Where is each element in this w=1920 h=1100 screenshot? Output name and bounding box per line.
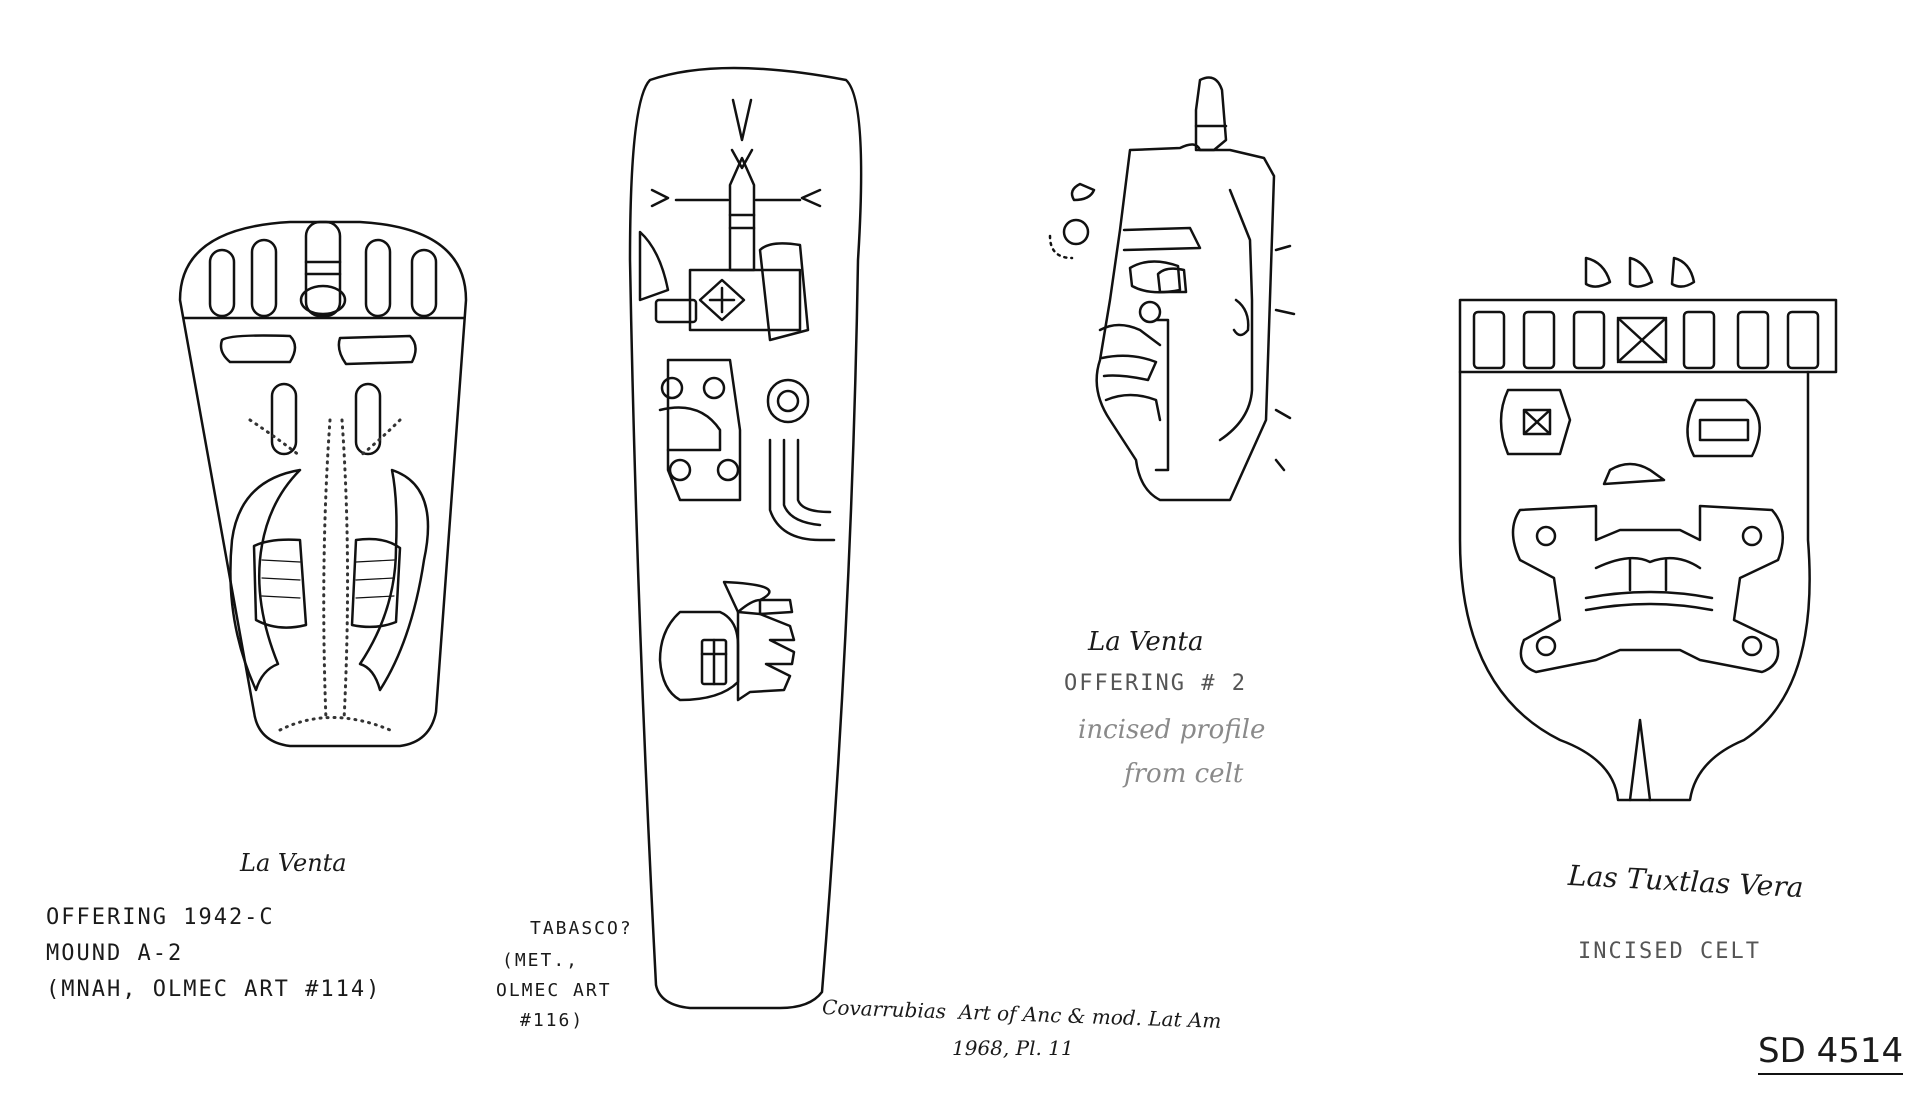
fig2-label-line-2: (MET., — [502, 950, 580, 971]
celt-drawing-3 — [1048, 76, 1296, 502]
fig3-note-line-1: incised profile — [1078, 715, 1266, 745]
fig2-label-line-1: TABASCO? — [530, 918, 633, 939]
fig3-note-line-2: from celt — [1124, 759, 1244, 789]
celt-drawing-2 — [628, 66, 863, 1010]
celt-drawing-4 — [1458, 256, 1838, 802]
celt-drawing-1 — [178, 220, 468, 748]
fig2-label-line-3: OLMEC ART — [496, 980, 612, 1001]
fig4-note-label: INCISED CELT — [1578, 939, 1761, 964]
fig3-offering-label: OFFERING # 2 — [1064, 671, 1247, 696]
fig1-label-line-3: (MNAH, OLMEC ART #114) — [46, 977, 382, 1002]
fig1-site-label: La Venta — [240, 849, 347, 877]
fig2-label-line-4: #116) — [520, 1010, 585, 1031]
source-citation-line-2: 1968, Pl. 11 — [952, 1036, 1074, 1060]
sheet-id: SD 4514 — [1758, 1030, 1904, 1075]
fig3-site-label: La Venta — [1088, 627, 1204, 657]
fig1-label-line-2: MOUND A-2 — [46, 941, 184, 966]
fig1-label-line-1: OFFERING 1942-C — [46, 905, 275, 930]
